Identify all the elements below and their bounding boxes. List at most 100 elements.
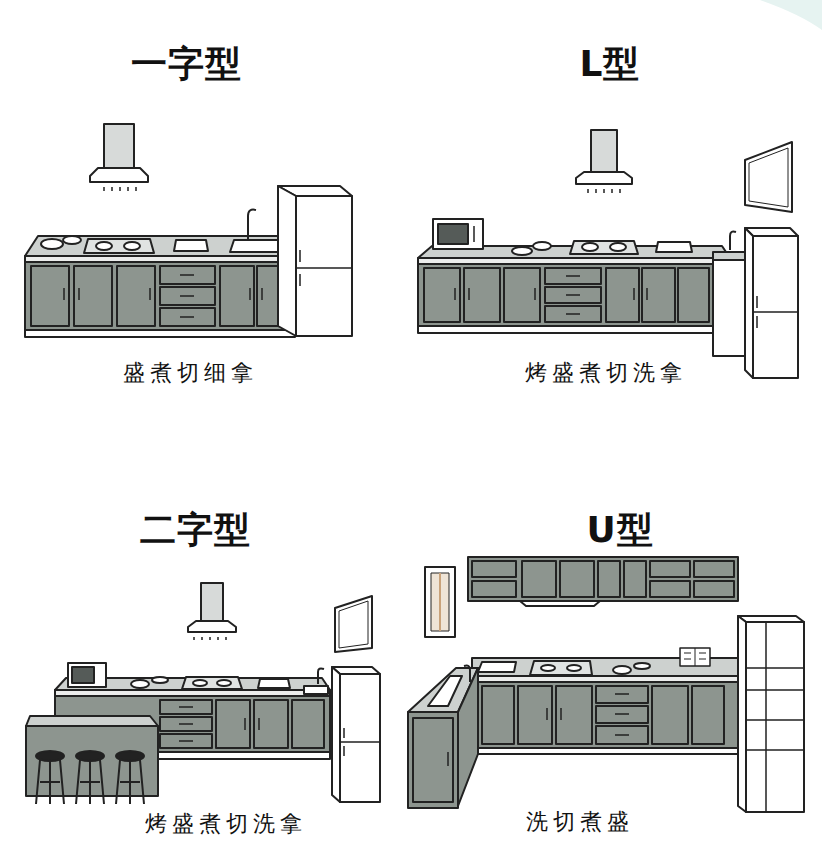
counter-items-part [530,661,592,675]
counter-items-part [124,242,140,250]
layout-title: 一字型 [131,42,242,85]
fridge-part [340,728,380,756]
counter-items-part [533,242,551,250]
bar-stools [36,751,144,804]
counter-cabinet-part [318,668,324,684]
counter-cabinet-part [476,748,738,754]
workflow-caption: 洗切煮盛 [526,809,634,835]
wall-cabinet-part [650,581,690,597]
counter-items-part [613,666,631,674]
window [335,596,372,652]
range-hood-part [588,189,620,193]
counter-cabinet [418,232,745,357]
counter-items-part [478,662,516,672]
counter-items-part [152,677,168,683]
bar-stools-part [116,751,144,761]
counter-cabinet-part [692,686,724,744]
counter-cabinet-part [713,260,745,356]
fridge-part [753,296,798,328]
counter-items-part [473,226,475,242]
counter-items [433,219,692,255]
fridge-part [753,236,798,378]
window-part [339,601,368,648]
range-hood [188,583,236,640]
range-hood-part [104,124,134,168]
counter-items [68,663,290,689]
bar-stools-part [76,751,104,761]
counter-cabinet-part [482,686,514,744]
counter-cabinet [408,658,738,808]
counter-items-part [248,210,256,240]
wall-cabinet-part [520,601,600,606]
layout-title: 二字型 [140,508,251,551]
wall-cabinet [468,557,738,606]
fridge [278,186,352,336]
counter-items-part [634,663,650,669]
window-part [745,142,792,212]
counter-items-part [41,239,63,249]
counter-items-part [512,247,532,255]
fridge-part [278,186,296,336]
window-part [439,573,441,631]
workflow-caption: 烤盛煮切洗拿 [145,811,307,837]
counter-cabinet-part [458,668,478,806]
counter-items [478,648,710,675]
counter-items-part [656,242,692,252]
fridge [738,616,804,812]
window-part [749,148,788,207]
counter-cabinet-part [547,694,629,735]
counter-items-part [541,665,555,671]
counter-cabinet-part [179,707,259,741]
fridge-part [738,616,746,812]
counter-cabinet-part [428,676,462,706]
counter-cabinet-part [25,262,295,330]
range-hood [90,124,148,191]
fridge-part [332,667,340,802]
counter-items-part [174,240,208,251]
counter-items-part [582,243,598,251]
workflow-caption: 烤盛煮切洗拿 [525,360,687,386]
wall-cabinet-part [624,561,646,597]
window-part [431,573,449,631]
wall-cabinet-part [598,561,620,597]
counter-items-part [570,241,638,254]
bar-stools-part [36,760,64,804]
counter-items-part [193,680,207,686]
counter-items-part [63,236,81,244]
fridge-part [746,622,804,812]
wall-cabinet-part [468,557,738,601]
wall-cabinet-part [694,561,734,577]
fridge [745,228,798,378]
counter-cabinet-part [413,718,453,802]
bar-stools-part [76,760,104,804]
counter-items-part [84,239,154,253]
window [745,142,792,212]
counter-items-part [610,243,626,251]
layout-title: U型 [586,508,653,551]
counter-cabinet-part [304,686,328,694]
counter-items-part [567,665,581,671]
counter-items-part [72,667,94,683]
window-part [425,567,455,637]
counter-cabinet-part [455,276,647,314]
counter-cabinet-part [447,752,449,766]
counter-items-part [433,219,483,249]
wall-cabinet-part [560,561,594,597]
bar-island-part [26,716,158,726]
counter-items-part [680,648,710,666]
range-hood-part [576,172,632,184]
counter-cabinet-part [64,275,262,317]
counter-cabinet-part [418,326,713,333]
counter-items-part [68,663,106,687]
counter-cabinet-part [476,682,738,748]
window-part [335,596,372,652]
counter-items-part [438,224,468,244]
window [425,567,455,637]
counter-items-part [684,648,706,666]
wall-cabinet-part [472,581,516,597]
wall-cabinet-part [472,561,516,577]
counter-items [41,210,286,253]
bar-island [26,716,158,796]
fridge-part [296,196,352,336]
